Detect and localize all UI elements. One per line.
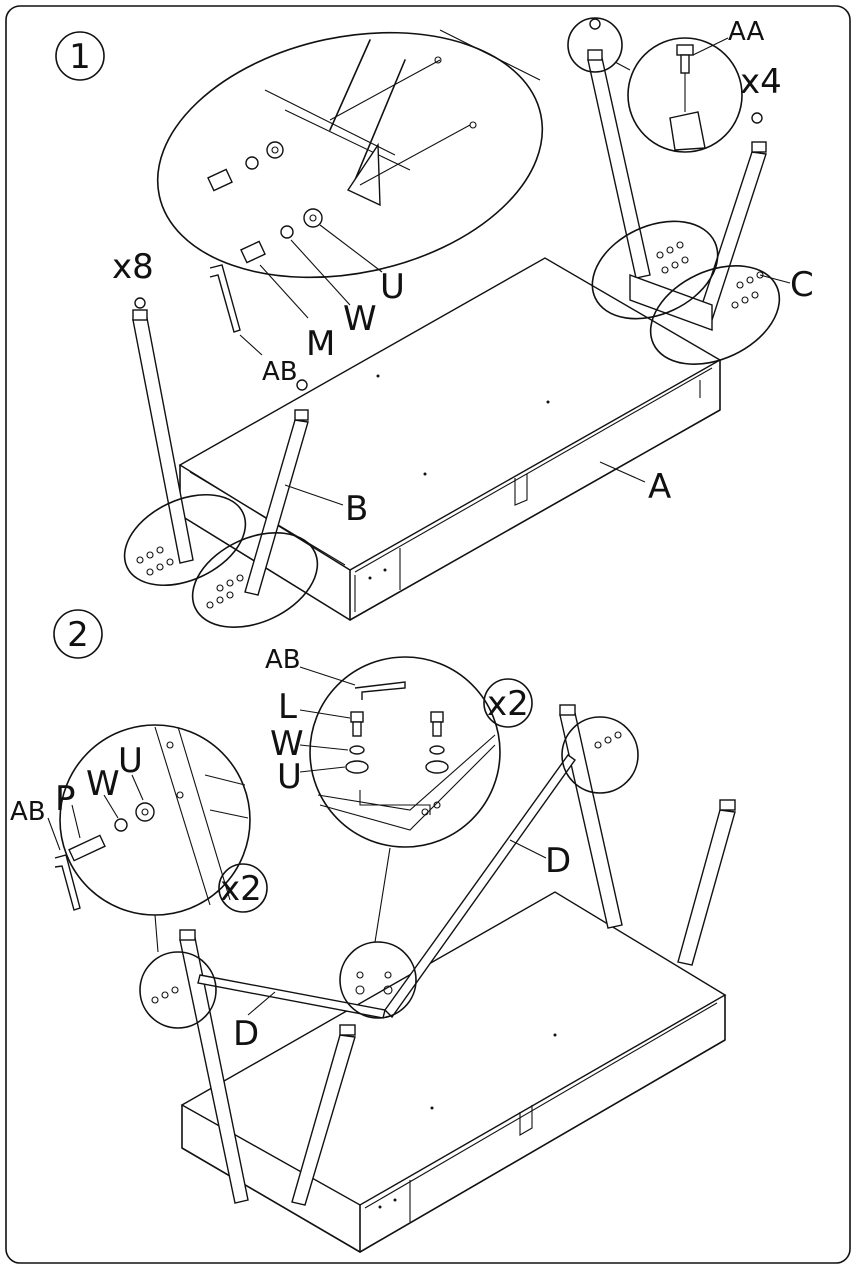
label-c: C — [790, 265, 814, 305]
detail-ellipse — [191, 532, 319, 628]
step-2-number: 2 — [67, 615, 89, 655]
leg-cap-icon — [676, 44, 694, 56]
label-u-left: U — [118, 741, 143, 781]
leg-cap-icon — [589, 18, 601, 30]
detail-ellipse — [123, 493, 247, 587]
washer-icon — [345, 760, 369, 774]
detail-circle — [339, 941, 417, 1019]
hex-key-icon — [354, 681, 406, 700]
washer-icon — [425, 760, 449, 774]
bolt-icon — [430, 711, 444, 723]
label-d-right: D — [545, 841, 571, 881]
label-ab-top: AB — [265, 645, 301, 675]
step-2: 2 — [10, 609, 736, 1253]
label-d-left: D — [233, 1014, 259, 1054]
bolt-icon — [136, 241, 764, 609]
leg-b-back-right — [697, 112, 767, 321]
label-w-top: W — [270, 724, 304, 764]
bracket-c — [629, 273, 713, 332]
label-p: P — [55, 779, 76, 819]
multiplier-x8: x8 — [112, 247, 154, 287]
label-w: W — [343, 299, 377, 339]
zoom-detail-leg-cap — [567, 17, 743, 153]
leg-cap-icon — [134, 297, 146, 309]
leg-cap-icon — [296, 379, 308, 391]
bolt-icon — [207, 168, 233, 192]
bolt-icon — [350, 711, 364, 723]
bolt-icon — [240, 240, 266, 264]
multiplier-x2-center: x2 — [487, 684, 529, 724]
label-ab: AB — [262, 357, 298, 387]
lock-washer-icon — [349, 745, 365, 755]
lock-washer-icon — [245, 156, 259, 170]
hex-key-icon — [209, 264, 241, 333]
detail-circle — [139, 951, 217, 1029]
leg-b-front-right — [291, 1034, 356, 1206]
bolt-icon — [151, 731, 622, 1004]
step-1: 1 — [55, 17, 814, 628]
zoom-detail-center — [309, 656, 533, 848]
hex-key-icon — [54, 854, 81, 911]
tabletop-a-step-2 — [180, 891, 727, 1253]
label-b: B — [345, 489, 368, 529]
label-u-top: U — [277, 757, 302, 797]
step-1-number: 1 — [69, 37, 91, 77]
leg-b-back-left — [559, 712, 623, 929]
leg-b-back-left — [587, 18, 651, 279]
label-l: L — [278, 687, 297, 727]
label-w-left: W — [86, 764, 120, 804]
detail-circle — [561, 716, 639, 794]
brace-d-right — [384, 754, 576, 1019]
washer-icon — [135, 802, 155, 822]
label-ab-left: AB — [10, 797, 46, 827]
step-1-badge — [55, 31, 105, 81]
leg-cap-icon — [751, 112, 763, 124]
step-2-badge — [53, 609, 103, 659]
label-u: U — [380, 267, 405, 307]
label-m: M — [306, 324, 335, 364]
bolt-icon — [68, 834, 106, 862]
zoom-detail-step-1 — [156, 29, 544, 356]
leg-b-front-left — [132, 297, 194, 564]
detail-ellipse — [649, 265, 781, 365]
lock-washer-icon — [429, 745, 445, 755]
detail-ellipse — [591, 220, 719, 320]
multiplier-x4: x4 — [740, 62, 782, 102]
multiplier-x2-left: x2 — [220, 869, 262, 909]
washer-icon — [266, 141, 284, 159]
lock-washer-icon — [114, 818, 128, 832]
leg-b-back-right — [677, 809, 736, 966]
lock-washer-icon — [280, 225, 294, 239]
zoom-detail-left — [54, 724, 268, 916]
page-frame — [5, 5, 851, 1264]
label-aa: AA — [728, 17, 765, 47]
washer-icon — [303, 208, 323, 228]
label-a: A — [648, 467, 671, 507]
